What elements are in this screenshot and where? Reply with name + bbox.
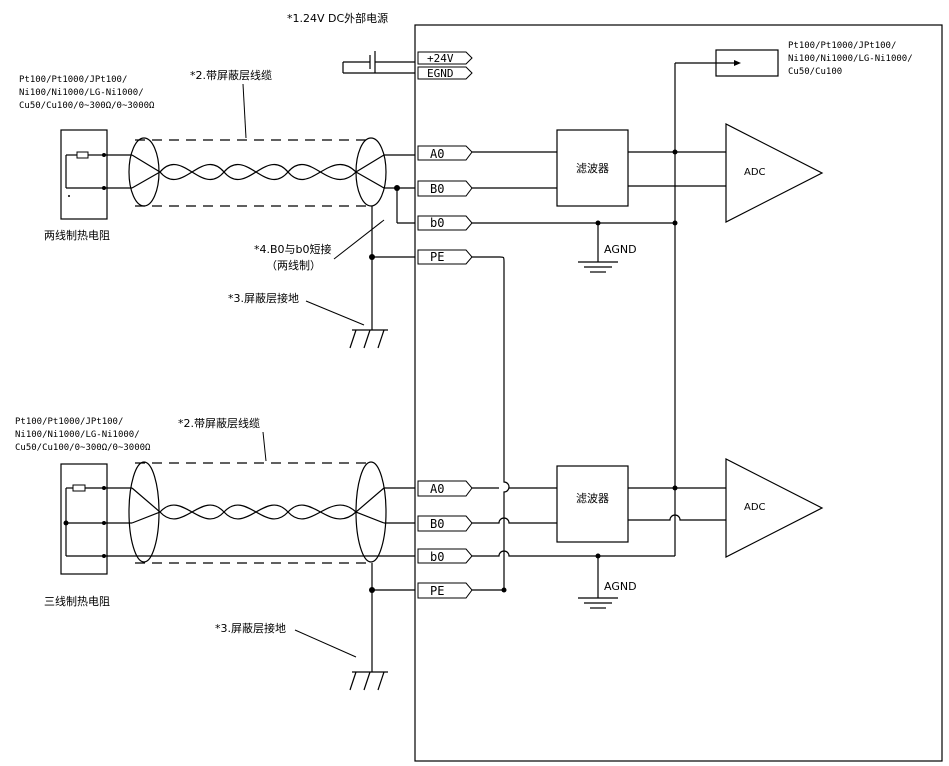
svg-text:AGND: AGND: [604, 580, 637, 593]
svg-text:PE: PE: [430, 250, 444, 264]
svg-text:b0: b0: [430, 216, 444, 230]
terminal-b0-lower: B0: [417, 515, 473, 532]
agnd-upper: AGND: [578, 220, 637, 273]
svg-text:A0: A0: [430, 147, 444, 161]
junction-exc-upper: [672, 149, 678, 155]
shield-ground-note-upper: *3.屏蔽层接地: [228, 292, 299, 305]
terminal-pe-lower: PE: [417, 582, 473, 599]
top-right-types-line3: Cu50/Cu100: [788, 67, 842, 77]
svg-text:B0: B0: [430, 182, 444, 196]
agnd-lower: AGND: [578, 553, 637, 609]
svg-text:滤波器: 滤波器: [576, 162, 609, 175]
b0-short-link: [394, 185, 415, 224]
short-b0-note-sub: （两线制）: [266, 258, 321, 272]
svg-text:AGND: AGND: [604, 243, 637, 256]
shield-ground-leader-upper: [305, 300, 365, 326]
shield-cable-leader-lower: [262, 431, 267, 462]
adc-upper: ADC: [725, 123, 824, 223]
terminal-a0-lower: A0: [417, 480, 473, 497]
adc-lower: ADC: [725, 458, 824, 558]
shield-ground-upper: [349, 206, 415, 349]
excitation-source-box: [675, 49, 779, 77]
terminal-plus24v: +24V: [417, 51, 473, 65]
svg-text:+24V: +24V: [427, 52, 454, 65]
three-wire-rtd: [60, 463, 108, 575]
shield-cable-label-upper: *2.带屏蔽层线缆: [190, 68, 272, 82]
shield-cable-label-lower: *2.带屏蔽层线缆: [178, 416, 260, 430]
svg-text:滤波器: 滤波器: [576, 492, 609, 505]
terminal-b0-upper: B0: [417, 180, 473, 197]
svg-text:EGND: EGND: [427, 67, 454, 80]
two-wire-rtd-label: 两线制热电阻: [44, 228, 110, 242]
terminal-b0-lower-upper: b0: [417, 215, 473, 231]
filter-upper: 滤波器: [556, 129, 629, 207]
three-wire-rtd-label: 三线制热电阻: [44, 594, 110, 608]
dc-power-symbol: [342, 51, 415, 74]
module-boundary: [414, 24, 943, 762]
sensor-types-upper-line1: Pt100/Pt1000/JPt100/: [19, 75, 127, 85]
svg-text:ADC: ADC: [744, 167, 766, 178]
filter-lower: 滤波器: [556, 465, 629, 543]
two-wire-rtd: [60, 129, 108, 220]
junction-b0-upper: [672, 220, 678, 226]
shield-ground-lower: [349, 563, 415, 691]
short-b0-leader: [333, 219, 385, 260]
sensor-types-upper-line2: Ni100/Ni1000/LG-Ni1000/: [19, 88, 144, 98]
internal-b0-small-lower: [472, 550, 675, 557]
sensor-types-lower-line3: Cu50/Cu100/0~300Ω/0~3000Ω: [15, 443, 151, 453]
svg-text:B0: B0: [430, 517, 444, 531]
internal-b0-lower: [472, 517, 557, 524]
sensor-types-upper-line3: Cu50/Cu100/0~300Ω/0~3000Ω: [19, 101, 155, 111]
terminal-egnd: EGND: [417, 66, 473, 80]
top-right-types-line1: Pt100/Pt1000/JPt100/: [788, 41, 896, 51]
svg-text:PE: PE: [430, 584, 444, 598]
shield-ground-leader-lower: [294, 629, 357, 658]
power-label: *1.24V DC外部电源: [287, 11, 388, 25]
junction-pe-lower: [501, 587, 507, 593]
svg-text:A0: A0: [430, 482, 444, 496]
sensor-types-lower-line2: Ni100/Ni1000/LG-Ni1000/: [15, 430, 140, 440]
sensor-types-lower-line1: Pt100/Pt1000/JPt100/: [15, 417, 123, 427]
shield-cable-upper: [104, 137, 387, 207]
terminal-pe-upper: PE: [417, 249, 473, 265]
shield-ground-note-lower: *3.屏蔽层接地: [215, 622, 286, 635]
shield-cable-lower: [104, 461, 387, 564]
short-b0-note: *4.B0与b0短接: [254, 242, 332, 256]
terminal-a0-upper: A0: [417, 145, 473, 161]
terminal-b0-small-lower: b0: [417, 548, 473, 564]
junction-exc-lower: [672, 485, 678, 491]
top-right-types-line2: Ni100/Ni1000/LG-Ni1000/: [788, 54, 913, 64]
svg-text:b0: b0: [430, 550, 444, 564]
shield-cable-leader-upper: [242, 83, 247, 139]
svg-text:ADC: ADC: [744, 502, 766, 513]
filter-out2-lower: [628, 514, 726, 521]
pe-bus: [472, 256, 510, 590]
